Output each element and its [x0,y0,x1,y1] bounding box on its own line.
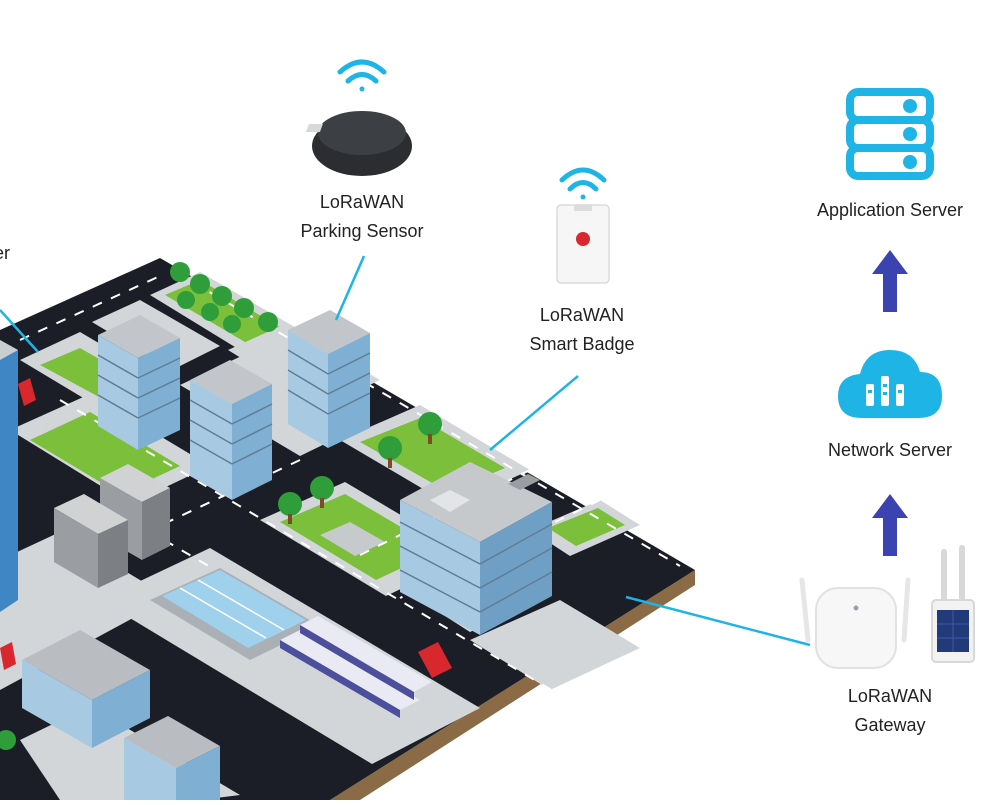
building-grey-2 [54,494,128,588]
left-device-label-fragment: er [0,243,11,263]
gateway-label-line2: Gateway [854,715,926,735]
smart-badge-label-line1: LoRaWAN [539,305,625,325]
parking-sensor-label: LoRaWAN Parking Sensor [282,188,442,246]
up-arrow-icon [872,494,908,556]
connector-lines [0,255,811,647]
cloud-server-icon [838,350,942,418]
city-illustration [0,258,695,800]
station [150,568,320,660]
building-b2 [189,360,273,500]
parking-sensor-label-line2: Parking Sensor [300,221,424,241]
network-server-label: Network Server [827,440,953,460]
building-front-1 [22,630,150,748]
parking-sensor-label-line1: LoRaWAN [319,192,405,212]
parking-sensor-device [305,59,412,176]
trains [280,616,432,718]
building-b3 [287,310,371,448]
connector-smart-badge [489,375,579,451]
gateway-label: LoRaWAN Gateway [810,682,970,740]
up-arrow-icon [872,250,908,312]
wifi-signal-icon [559,167,607,200]
trees [0,262,442,750]
smart-badge-device [556,167,610,284]
red-buses [0,378,452,678]
wifi-signal-icon [337,59,387,92]
connector-left-device [0,309,39,353]
building-b1 [97,315,181,450]
connector-gateway [625,595,811,647]
server-stack-icon [846,88,934,180]
building-main [399,462,553,635]
smart-badge-label: LoRaWAN Smart Badge [502,301,662,359]
gateway-label-line1: LoRaWAN [847,686,933,706]
connector-parking-sensor [334,255,366,321]
building-left-tower [0,340,18,612]
smart-badge-label-line2: Smart Badge [529,334,635,354]
building-front-2 [124,716,220,800]
application-server-label: Application Server [816,200,964,220]
gateway-icon [799,545,975,669]
